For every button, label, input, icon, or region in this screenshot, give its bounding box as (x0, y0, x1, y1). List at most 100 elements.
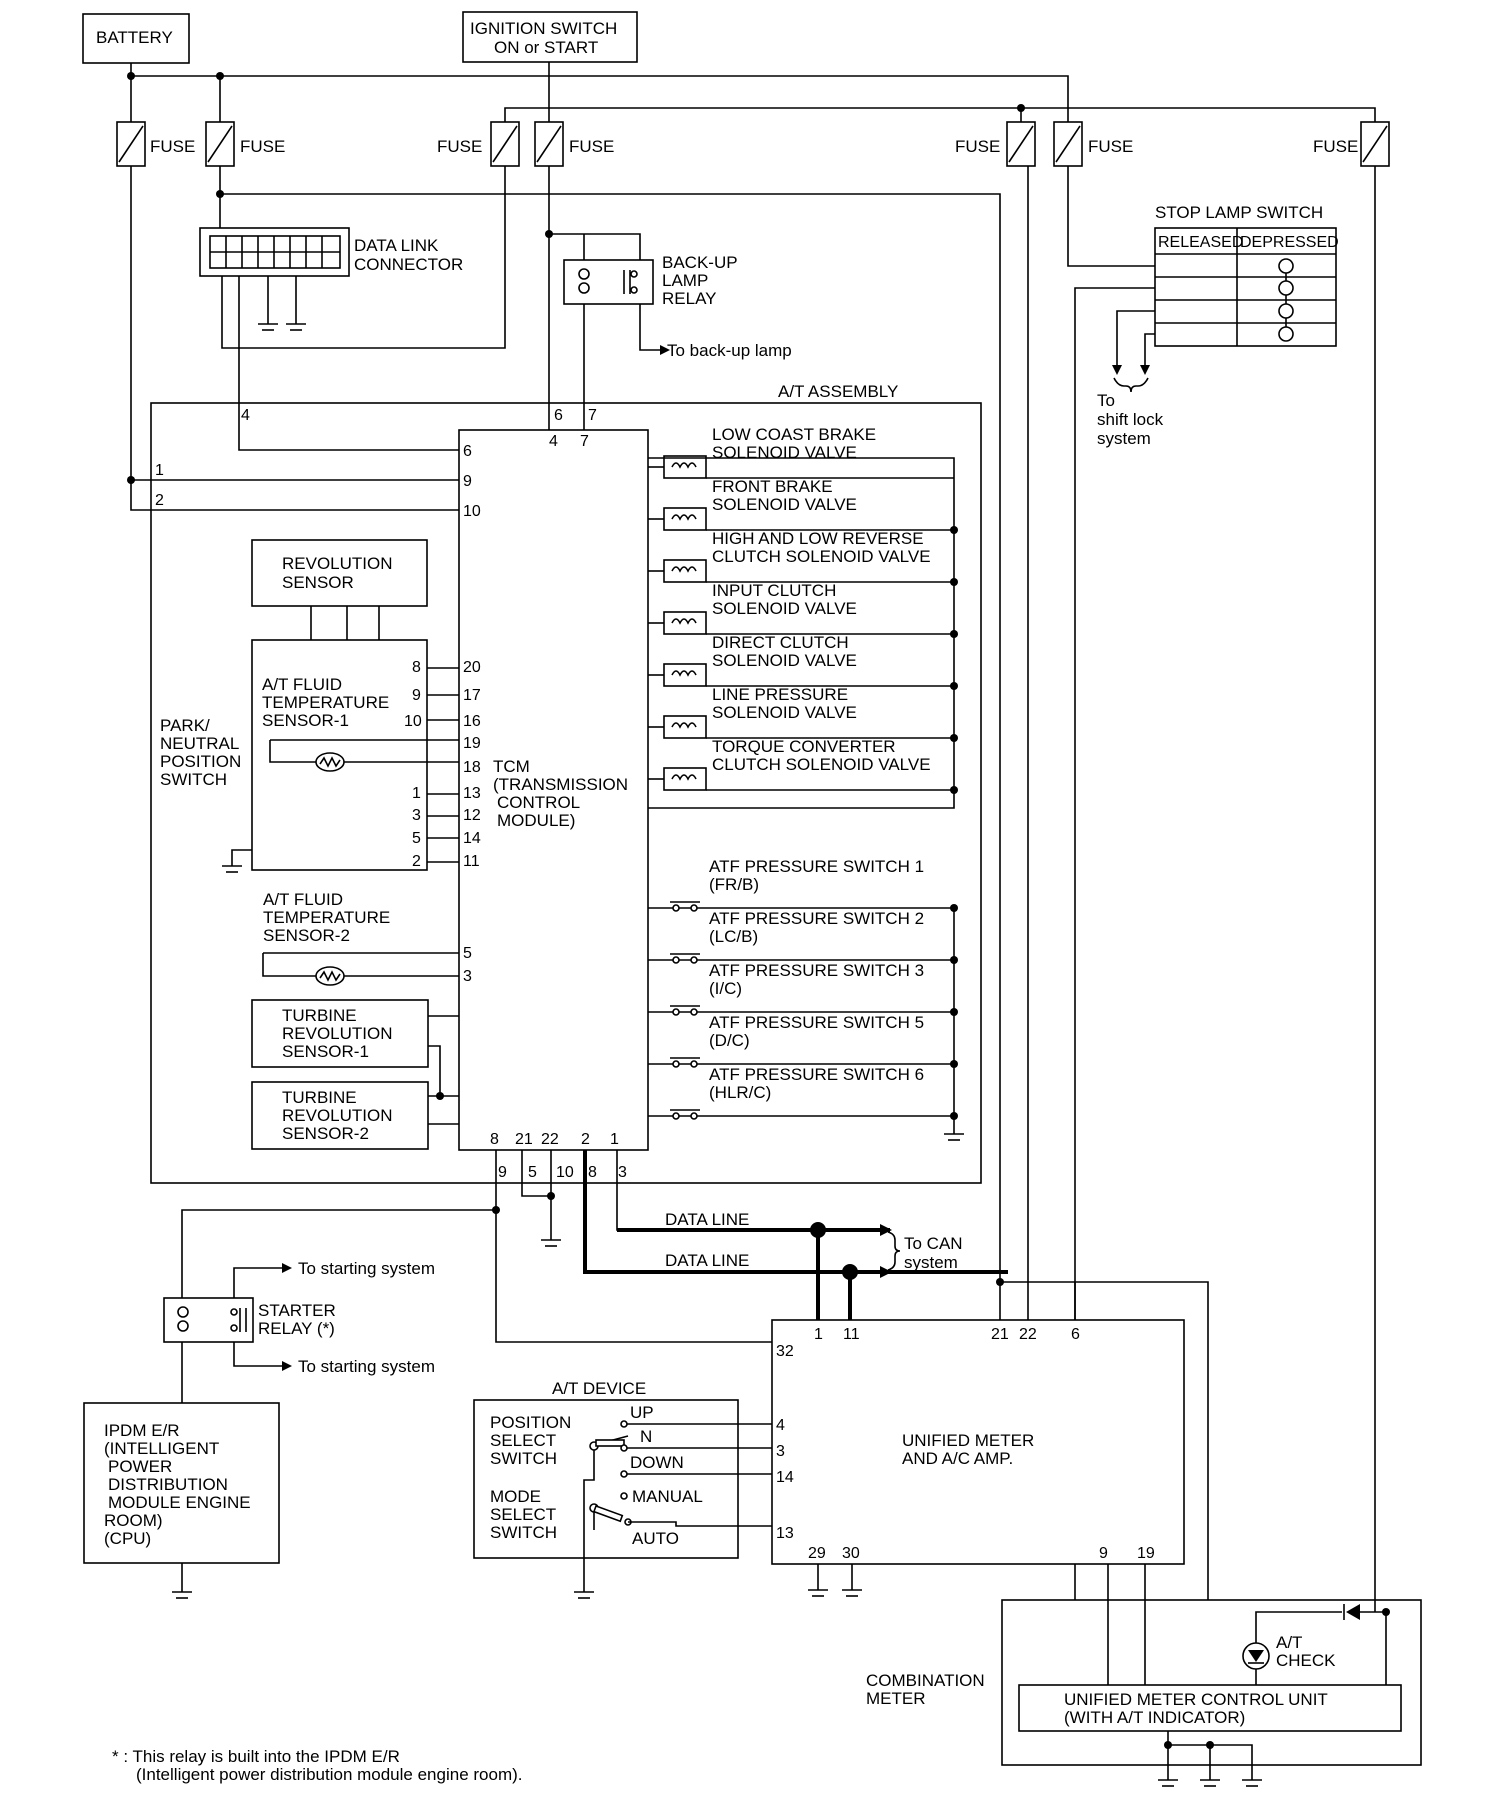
pin-label: 10 (404, 713, 422, 730)
pin-label: 6 (463, 443, 472, 460)
tcm-label-4: MODULE) (497, 811, 575, 830)
data-link-connector: DATA LINK CONNECTOR (199, 227, 463, 277)
footnote-line-2: (Intelligent power distribution module e… (136, 1765, 522, 1784)
solenoid-coil-icon (663, 715, 707, 739)
revolution-sensor: REVOLUTION SENSOR (251, 539, 428, 607)
ground-icon (1242, 1779, 1262, 1787)
pin-label: 3 (463, 968, 472, 985)
pin-label: 9 (412, 687, 421, 704)
arrow-icon (1112, 365, 1122, 375)
unified-meter-label-2: AND A/C AMP. (902, 1449, 1013, 1468)
pin-label: 14 (463, 830, 481, 847)
at-assembly: A/T ASSEMBLY (150, 382, 982, 1184)
pressure-switch-label-1: ATF PRESSURE SWITCH 5 (709, 1013, 924, 1032)
combination-meter: COMBINATION METER UNIFIED METER CONTROL … (866, 1599, 1422, 1766)
pin-label: 9 (498, 1164, 507, 1181)
at-check-label-2: CHECK (1276, 1651, 1336, 1670)
ignition-label-1: IGNITION SWITCH (470, 19, 617, 38)
ipdm-label-2: (INTELLIGENT (104, 1439, 219, 1458)
pressure-switch-group: ATF PRESSURE SWITCH 1(FR/B) ATF PRESSURE … (648, 857, 958, 1120)
fuse-label: FUSE (569, 137, 614, 156)
pin-label: 14 (776, 1469, 794, 1486)
turbine-sensor-1: TURBINE REVOLUTION SENSOR-1 (251, 999, 429, 1068)
diode-icon (1343, 1604, 1360, 1620)
ground-icon (286, 323, 306, 331)
dlc-label-2: CONNECTOR (354, 255, 463, 274)
starter-relay-label-1: STARTER (258, 1301, 336, 1320)
solenoid-label-2: SOLENOID VALVE (712, 651, 857, 670)
ground-icon (258, 323, 278, 331)
unified-meter-label-1: UNIFIED METER (902, 1431, 1034, 1450)
pin-label: 1 (155, 462, 164, 479)
solenoid-label-1: DIRECT CLUTCH (712, 633, 849, 652)
ground-icon (944, 1118, 964, 1141)
pin-label: 1 (412, 785, 421, 802)
fluid-temp-2-label-2: TEMPERATURE (263, 908, 390, 927)
pin-label: 5 (463, 945, 472, 962)
turbine-2-label-3: SENSOR-2 (282, 1124, 369, 1143)
pin-label: 19 (463, 735, 481, 752)
pressure-switch-label-2: (HLR/C) (709, 1083, 771, 1102)
turbine-1-label-3: SENSOR-1 (282, 1042, 369, 1061)
position-select-label-2: SELECT (490, 1431, 556, 1450)
to-starting-label: To starting system (298, 1259, 435, 1278)
pin-label: 32 (776, 1343, 794, 1360)
pin-label: 10 (556, 1164, 574, 1181)
atf-pressure-switch: ATF PRESSURE SWITCH 1(FR/B) (648, 857, 958, 912)
solenoid-label-1: LINE PRESSURE (712, 685, 848, 704)
at-device-label: A/T DEVICE (552, 1379, 646, 1398)
switch-down-label: DOWN (630, 1453, 684, 1472)
meter-pins: 1 11 21 22 6 32 4 3 14 13 29 30 9 19 (776, 1326, 1155, 1562)
pnp-label-3: POSITION (160, 752, 241, 771)
pin-label: 18 (463, 759, 481, 776)
pressure-switch-label-2: (FR/B) (709, 875, 759, 894)
ground-icon (1158, 1779, 1178, 1787)
fluid-temp-1-label-1: A/T FLUID (262, 675, 342, 694)
solenoid-label-1: TORQUE CONVERTER (712, 737, 896, 756)
pin-label: 4 (241, 407, 250, 424)
data-line-label: DATA LINE (665, 1210, 749, 1229)
atf-pressure-switch: ATF PRESSURE SWITCH 5(D/C) (648, 1013, 958, 1068)
battery-label: BATTERY (96, 28, 173, 47)
ipdm-label-3: POWER (108, 1457, 172, 1476)
unified-meter-block: UNIFIED METER AND A/C AMP. (771, 1319, 1185, 1565)
switch-auto-label: AUTO (632, 1529, 679, 1548)
pressure-switch-label-2: (D/C) (709, 1031, 750, 1050)
revolution-sensor-label-2: SENSOR (282, 573, 354, 592)
shift-lock-label-3: system (1097, 429, 1151, 448)
tcm-bottom-pins: 8 21 22 2 1 9 5 10 8 3 (490, 1131, 627, 1181)
pin-label: 4 (549, 433, 558, 450)
fuse-icon (116, 121, 146, 167)
solenoid-coil-icon (663, 559, 707, 583)
pin-label: 21 (991, 1326, 1009, 1343)
fuse-icon (1006, 121, 1036, 167)
pin-label: 1 (814, 1326, 823, 1343)
pin-label: 7 (588, 407, 597, 424)
pin-label: 4 (776, 1417, 785, 1434)
pin-label: 17 (463, 687, 481, 704)
ipdm-label-4: DISTRIBUTION (108, 1475, 228, 1494)
to-can-label-1: To CAN (904, 1234, 963, 1253)
solenoid-label-2: SOLENOID VALVE (712, 495, 857, 514)
at-check-label-1: A/T (1276, 1633, 1302, 1652)
pin-label: 13 (776, 1525, 794, 1542)
to-starting-label: To starting system (298, 1357, 435, 1376)
arrow-icon (1140, 365, 1150, 375)
tcm-label-3: CONTROL (497, 793, 580, 812)
pin-label: 9 (463, 473, 472, 490)
fuse-icon (205, 121, 235, 167)
pin-label: 10 (463, 503, 481, 520)
fuse-icon (1053, 121, 1083, 167)
ground-icon (1200, 1779, 1220, 1787)
ipdm-label-6: ROOM) (104, 1511, 163, 1530)
stop-lamp-switch: STOP LAMP SWITCH RELEASED DEPRESSED (1154, 203, 1339, 347)
pressure-switch-label-2: (I/C) (709, 979, 742, 998)
mode-select-label-1: MODE (490, 1487, 541, 1506)
fuse-icon (1360, 121, 1390, 167)
fluid-temp-1-label-2: TEMPERATURE (262, 693, 389, 712)
ipdm-label-5: MODULE ENGINE (108, 1493, 251, 1512)
